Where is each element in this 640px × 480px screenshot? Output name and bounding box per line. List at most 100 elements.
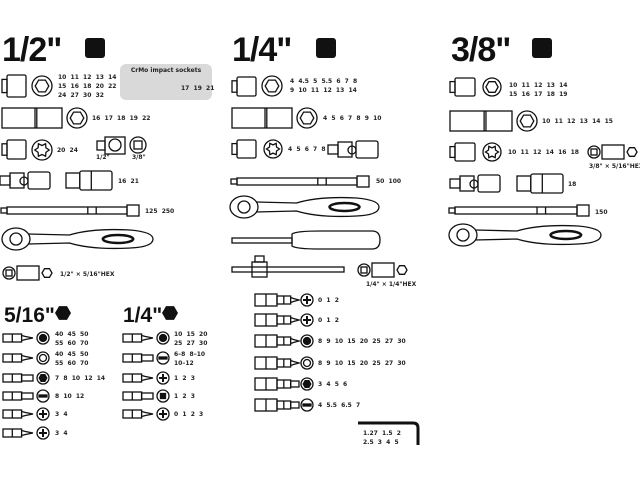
half-ratchet	[1, 227, 154, 251]
quarter-extension-bar	[236, 177, 358, 186]
half-ratchet-drive	[9, 232, 23, 246]
quarter-ratchet-grip	[328, 201, 361, 213]
bit-tip	[290, 296, 302, 304]
half-socket-drive	[1, 78, 8, 94]
38-socket-drive	[449, 80, 456, 94]
hex-socket-icon-ring	[296, 107, 318, 129]
quarter-hex-adapter-square	[360, 266, 368, 274]
half-socket-sizes-2: 15 16 18 20 22	[58, 83, 117, 90]
adapter-label-1-2: 1/2"	[96, 154, 110, 161]
hex-bit-icon	[55, 306, 71, 320]
quarter-deep-sizes: 4 5 6 7 8 9 10	[323, 115, 382, 122]
38-socket	[449, 77, 476, 97]
bit-1-4-tip	[141, 374, 154, 382]
quarter-extension-socket-end	[356, 175, 370, 188]
bit	[276, 315, 302, 325]
bit-holder	[254, 377, 278, 391]
screwdriver-handle	[231, 230, 381, 250]
bit-5-16	[2, 409, 34, 419]
bit-tip-icon-cross	[159, 374, 167, 382]
quarter-socket-drive	[231, 80, 238, 93]
bit-tip-icon-ring	[156, 351, 170, 365]
bit-tip	[290, 337, 302, 345]
spark-plug-socket	[65, 170, 113, 191]
bit-tip-icon-ring	[36, 351, 50, 365]
bit-tip-icon-star	[158, 333, 168, 343]
bit-5-16-tip	[21, 410, 34, 418]
bit-tip-icon	[36, 351, 50, 365]
crmo-title: CrMo impact sockets	[130, 67, 202, 74]
bit-tip-icon-ring	[156, 389, 170, 403]
bit-1-4-tip	[140, 354, 154, 362]
header-1-2: 1/2"	[2, 31, 62, 69]
bit-1-4-tip	[140, 392, 154, 400]
half-ratchet-grip	[101, 233, 135, 245]
adapter-body	[104, 136, 126, 155]
bit-tip-icon-slot	[302, 403, 312, 407]
bit-tip-icon	[36, 407, 50, 421]
adapter-ring	[108, 138, 122, 152]
38-ratchet-grip	[549, 229, 583, 241]
quarter-torx-sizes: 4 5 6 7 8	[288, 146, 326, 153]
holder-bit-sizes: 4 5.5 6.5 7	[318, 402, 361, 409]
38-extension-socket-end	[576, 204, 590, 217]
bit-5-16-tip	[21, 429, 34, 437]
quarter-extension-end	[230, 178, 238, 185]
hex-socket-icon	[66, 107, 88, 129]
universal-joint-square	[0, 175, 11, 186]
half-hex-adapter	[2, 265, 53, 281]
38-extension-end	[448, 207, 456, 214]
bit-1-4	[122, 353, 154, 363]
bit-1-4-sizes: 10–12	[174, 360, 194, 367]
38-torx-socket-body	[454, 142, 476, 162]
bit-5-16	[2, 333, 34, 343]
bit-tip-icon-ring	[300, 313, 314, 327]
hex-socket-icon-hex	[69, 111, 85, 125]
header-3-8: 3/8"	[451, 31, 511, 69]
half-extension	[0, 204, 140, 217]
header-bits-5-16: 5/16"	[4, 304, 55, 327]
bit-5-16	[2, 353, 34, 363]
bit-tip-icon-ring	[300, 398, 314, 412]
bit-tip-icon	[300, 377, 314, 391]
spark-plug-socket	[516, 173, 564, 194]
quarter-hex-adapter-label: 1/4" × 1/4"HEX	[366, 281, 417, 288]
bit-5-16-sizes: 7 8 10 12 14	[55, 375, 106, 382]
holder-bit-sizes: 8 9 10 15 20 25 27 30	[318, 360, 406, 367]
quarter-torx-socket	[231, 139, 257, 159]
bit-tip-icon-cross	[159, 410, 167, 418]
t-bar-rod	[231, 266, 345, 273]
bit-tip-icon	[300, 356, 314, 370]
quarter-socket	[231, 76, 257, 97]
38-hex-adapter-label: 3/8" × 5/16"HEX	[589, 163, 640, 170]
universal-joint-socket	[477, 174, 501, 193]
bit-1-4-tip	[141, 410, 154, 418]
universal-joint	[449, 174, 501, 193]
quarter-hex-adapter	[357, 262, 408, 278]
bit-tip-icon-star	[38, 353, 48, 363]
quarter-ratchet	[229, 195, 380, 219]
half-deep-sizes: 16 17 18 19 22	[92, 115, 151, 122]
bit-holder	[254, 398, 278, 412]
bit-1-4-sizes: 1 2 3	[174, 375, 195, 382]
universal-joint-square	[327, 144, 339, 155]
quarter-extension-sizes: 50 100	[376, 178, 402, 185]
bit-5-16-sizes: 3 4	[55, 411, 68, 418]
bit-tip-icon-ring	[36, 371, 50, 385]
bit	[276, 379, 300, 389]
bit-tip-icon	[156, 389, 170, 403]
torx-socket-icon-star	[484, 145, 500, 159]
half-socket	[1, 74, 27, 98]
bit-tip-icon-star	[302, 358, 312, 368]
bit	[276, 400, 300, 410]
spark-plug-socket-hex	[65, 172, 81, 189]
bit-tip-icon	[156, 407, 170, 421]
bit-tip-icon-cross	[39, 429, 47, 437]
quarter-socket-sizes-1: 4 4.5 5 5.5 6 7 8	[290, 78, 358, 85]
bit-tip-icon	[36, 389, 50, 403]
quarter-hex-adapter-hex	[396, 265, 408, 275]
bit-tip-icon	[36, 426, 50, 440]
half-extension-end	[0, 207, 8, 214]
quarter-ratchet-drive	[237, 200, 251, 214]
torx-socket-icon-ring	[31, 139, 53, 161]
